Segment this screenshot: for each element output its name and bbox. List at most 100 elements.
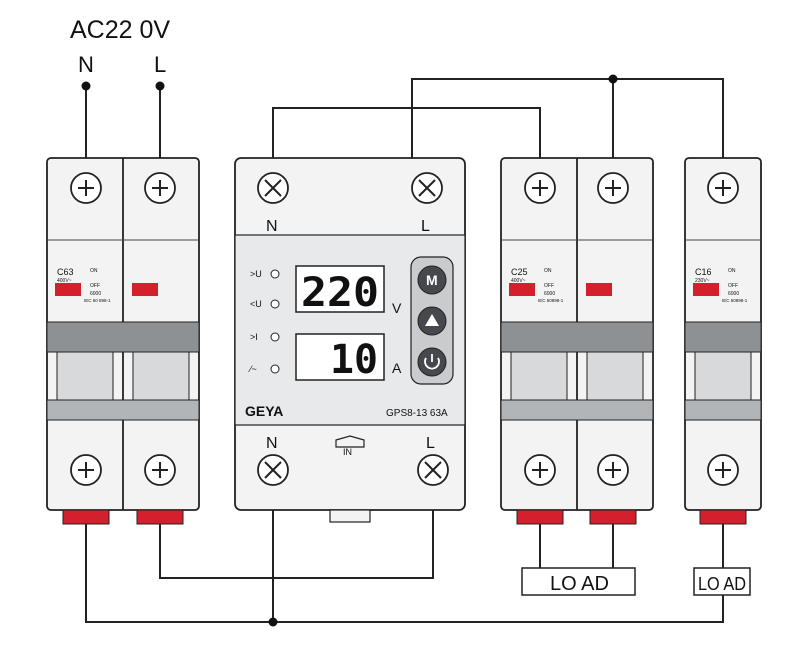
junction-dot — [155, 81, 165, 91]
toggle-handle — [132, 351, 190, 401]
on-label: ON — [90, 268, 98, 274]
terminal-l-bottom-label: L — [426, 435, 435, 452]
terminal-screw — [257, 454, 289, 486]
up-arrow-icon — [425, 314, 439, 326]
rating-label: C16 — [695, 267, 712, 277]
load-breaker-1: C25 400V~ ON OFF 6000 IEC 60898-1 — [500, 157, 654, 525]
wire-protector-n-top — [272, 107, 541, 188]
junction-dot — [81, 81, 91, 91]
status-indicator-red — [132, 283, 158, 296]
toggle-handle — [586, 351, 644, 401]
up-button[interactable] — [417, 306, 447, 336]
current-reading: 10 — [330, 337, 378, 383]
menu-button-label: M — [426, 272, 438, 288]
din-clip — [589, 509, 637, 525]
load-breaker-2: C16 230V~ ON OFF 6000 IEC 60898-1 — [684, 157, 762, 525]
standard-label: IEC 60898-1 — [538, 298, 564, 303]
indicator-undervoltage-label: <U — [250, 299, 262, 309]
din-clip — [136, 509, 184, 525]
off-label: OFF — [90, 283, 100, 289]
din-clip — [516, 509, 564, 525]
terminal-screw — [597, 454, 629, 486]
toggle-band — [46, 321, 200, 353]
capacity-label: 6000 — [544, 291, 555, 297]
current-unit: A — [392, 360, 402, 376]
din-clip — [699, 509, 747, 525]
voltage-protector: N L N L IN >U <U >I ⁄~ 220 V 10 A M — [234, 157, 466, 523]
terminal-l-top-label: L — [421, 218, 430, 235]
load-label-1: LO AD — [550, 573, 609, 595]
rating-label: C63 — [57, 267, 74, 277]
terminal-screw — [257, 172, 289, 204]
toggle-band — [500, 321, 654, 353]
terminal-n-bottom-label: N — [266, 435, 278, 452]
off-label: OFF — [728, 283, 738, 289]
terminal-screw — [144, 454, 176, 486]
wire-protector-l-top — [411, 78, 724, 188]
terminal-screw — [597, 172, 629, 204]
toggle-handle — [56, 351, 114, 401]
terminal-screw — [417, 454, 449, 486]
load-box-1 — [521, 567, 636, 596]
rating-label: C25 — [511, 267, 528, 277]
din-latch — [329, 509, 371, 523]
voltage-label: 230V~ — [695, 278, 710, 284]
junction-dot — [608, 74, 618, 84]
load-box-2 — [693, 567, 751, 596]
status-indicator-red — [693, 283, 719, 296]
status-indicator-red — [55, 283, 81, 296]
terminal-screw — [70, 454, 102, 486]
junction-dot — [268, 617, 278, 627]
standard-label: IEC 60 898-1 — [84, 298, 111, 303]
supply-voltage-label: AC22 0V — [70, 16, 170, 44]
toggle-handle — [694, 351, 752, 401]
terminal-screw — [144, 172, 176, 204]
toggle-base — [684, 399, 762, 421]
voltage-label: 400V~ — [511, 278, 526, 284]
status-indicator-red — [509, 283, 535, 296]
din-clip — [62, 509, 110, 525]
status-indicator-red — [586, 283, 612, 296]
led-indicator — [270, 269, 280, 279]
main-breaker: C63 400V~ ON OFF 6000 IEC 60 898-1 — [46, 157, 200, 525]
indicator-overcurrent-label: >I — [250, 332, 258, 342]
on-label: ON — [544, 268, 552, 274]
terminal-screw — [707, 172, 739, 204]
terminal-screw — [524, 454, 556, 486]
supply-neutral-label: N — [78, 52, 94, 77]
brand-logo: GEYA — [245, 403, 283, 419]
menu-button[interactable]: M — [417, 265, 447, 295]
indicator-leakage-label: ⁄~ — [248, 364, 257, 374]
terminal-screw — [524, 172, 556, 204]
toggle-base — [46, 399, 200, 421]
supply-line-label: L — [154, 52, 166, 77]
led-indicator — [270, 299, 280, 309]
terminal-n-top-label: N — [266, 218, 278, 235]
led-indicator — [270, 332, 280, 342]
toggle-base — [500, 399, 654, 421]
indicator-overvoltage-label: >U — [250, 269, 262, 279]
in-badge: IN — [335, 435, 365, 457]
terminal-screw — [70, 172, 102, 204]
toggle-band — [684, 321, 762, 353]
capacity-label: 6000 — [90, 291, 101, 297]
capacity-label: 6000 — [728, 291, 739, 297]
standard-label: IEC 60898-1 — [722, 298, 748, 303]
voltage-label: 400V~ — [57, 278, 72, 284]
wire-junctions — [81, 74, 618, 627]
model-label: GPS8-13 63A — [386, 408, 448, 419]
on-label: ON — [728, 268, 736, 274]
power-icon — [424, 357, 440, 370]
led-indicator — [270, 364, 280, 374]
load-label-2: LO AD — [698, 574, 746, 594]
voltage-unit: V — [392, 300, 402, 316]
off-label: OFF — [544, 283, 554, 289]
voltage-reading: 220 — [301, 270, 379, 316]
toggle-handle — [510, 351, 568, 401]
voltage-display — [295, 265, 385, 313]
terminal-screw — [411, 172, 443, 204]
terminal-screw — [707, 454, 739, 486]
power-button[interactable] — [417, 347, 447, 377]
